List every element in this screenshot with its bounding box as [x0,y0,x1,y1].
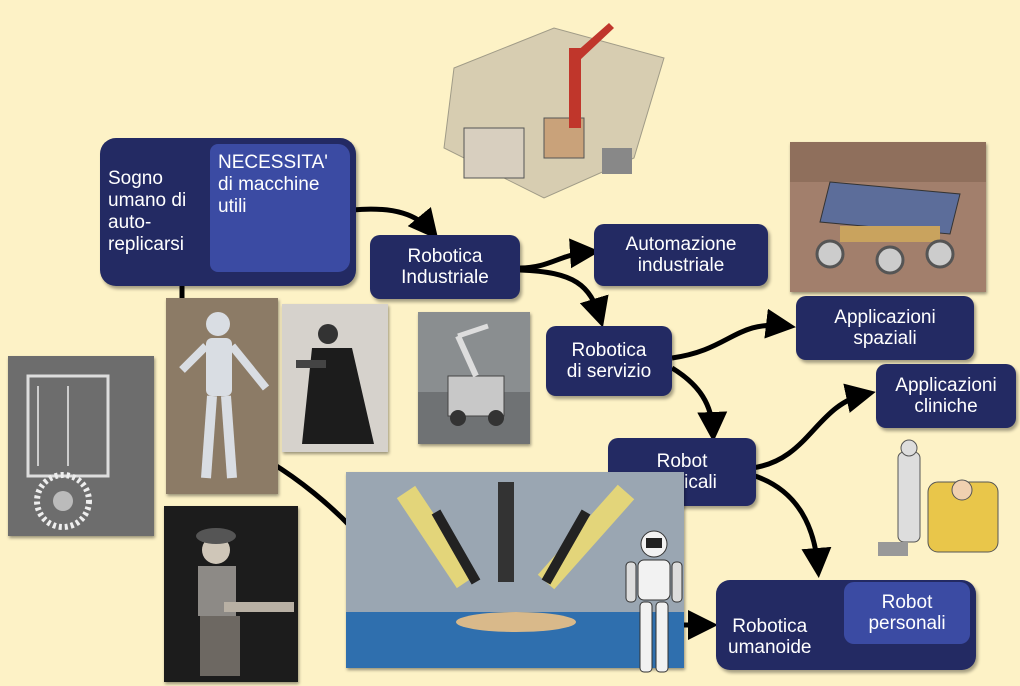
line-figures-to-surgery [268,459,354,530]
arrow-industrial-to-service [519,267,609,328]
writer-automaton-photo [164,506,298,682]
node-label: Applicazioni cliniche [895,375,997,417]
clinical-care-illustration [868,432,1018,572]
dream-label: Sogno umano di auto- replicarsi [108,168,187,255]
node-label: Applicazioni spaziali [834,307,936,349]
arrow-industrial-to-automation [519,238,600,271]
humanoid-robot-photo [618,526,690,682]
service-robot-photo [418,312,530,444]
industrial-robot-cell-photo [434,8,670,204]
mechanical-automaton-drawing [8,356,154,536]
mars-rover-photo [790,142,986,292]
node-robotica-industriale: Robotica Industriale [370,235,520,299]
node-label: Robotica umanoide [728,616,812,658]
node-label: Automazione industriale [625,234,737,276]
node-robotica-di-servizio: Robotica di servizio [546,326,672,396]
need-label: NECESSITA' di macchine utili [218,152,328,217]
humanoid-figure-photo [166,298,278,494]
node-label: Robot personali [868,592,946,634]
node-label: Robotica Industriale [401,246,489,288]
node-applicazioni-spaziali: Applicazioni spaziali [796,296,974,360]
node-label: Robotica di servizio [566,340,652,382]
arrow-need-to-industrial [351,206,439,240]
node-applicazioni-cliniche: Applicazioni cliniche [876,364,1016,428]
arrow-medical-to-personal [751,472,832,578]
node-robot-personali: Robot personali [844,582,970,644]
arrow-service-to-medical [670,365,728,442]
node-automazione-industriale: Automazione industriale [594,224,768,286]
arrow-medical-to-clinical [751,383,876,471]
origin-need-box: NECESSITA' di macchine utili [210,144,350,272]
arrow-service-to-space [671,308,796,361]
kneeling-figure-photo [282,304,388,452]
